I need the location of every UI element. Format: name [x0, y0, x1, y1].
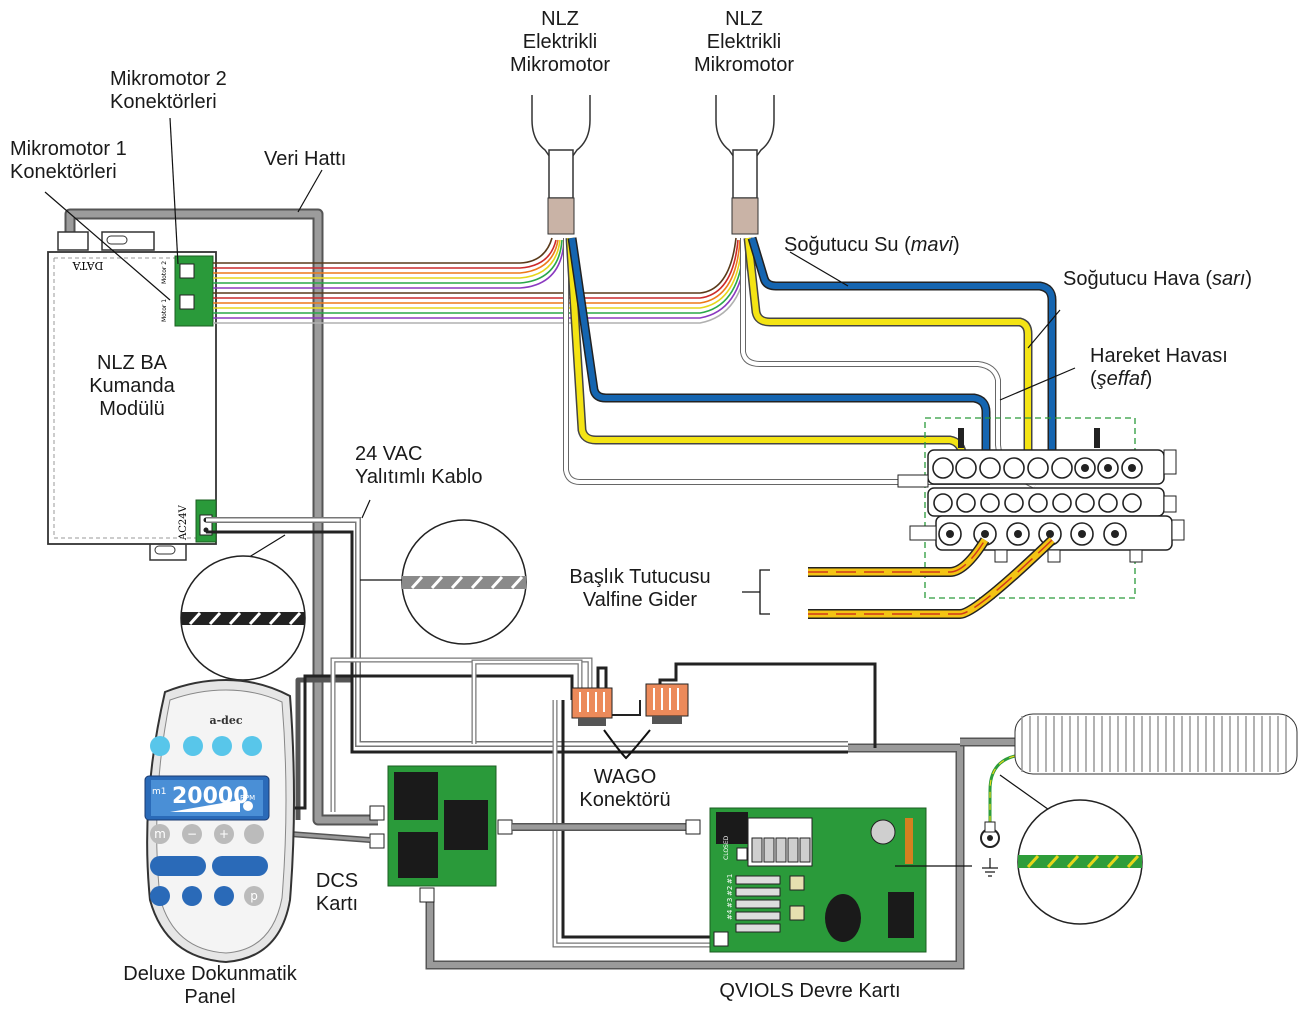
module-ac24v-text: AC24V — [178, 504, 189, 541]
panel-m-text: m — [154, 827, 166, 841]
panel-button-dial — [244, 824, 264, 844]
cable-black-zoom — [180, 534, 306, 681]
panel-button-cyan-1 — [150, 736, 170, 756]
manifold-valve-icon — [897, 417, 1185, 599]
panel-button-plus — [214, 824, 234, 844]
panel-button-blue-1 — [150, 856, 206, 876]
panel-button-p — [244, 886, 264, 906]
interconnect-wires — [290, 657, 877, 948]
panel-mode-text: m1 — [152, 787, 167, 797]
module-data-text: DATA — [72, 259, 104, 272]
panel-button-blue-5 — [214, 886, 234, 906]
motor-wire-bundle — [213, 237, 749, 324]
channel-3-text: #3 — [726, 898, 734, 908]
panel-button-m — [150, 824, 170, 844]
panel-unit-text: RPM — [240, 794, 255, 802]
coolant-air-label: Soğutucu Hava (sarı) — [1063, 268, 1252, 290]
power-cable-24vac — [206, 517, 1015, 970]
wago-connector-icon — [571, 687, 613, 726]
qviols-board-icon — [709, 807, 927, 953]
qviols-label: QVIOLS Devre Kartı — [719, 980, 901, 1002]
motion-air-label: Hareket Havası (şeffaf) — [1090, 345, 1228, 390]
motor-handpiece-icon — [531, 95, 591, 235]
ground-wire — [980, 754, 1016, 848]
board-closed-text: CLOSED — [723, 835, 730, 860]
channel-1-text: #1 — [726, 874, 734, 884]
panel-button-blue-3 — [150, 886, 170, 906]
panel-brand-text: a-dec — [209, 714, 242, 727]
wago-connector-icon — [645, 683, 689, 724]
head-holder-tubes — [742, 536, 1056, 619]
panel-button-blue-2 — [212, 856, 268, 876]
panel-minus-text: − — [187, 827, 197, 841]
coolant-water-tubes — [567, 236, 1057, 478]
ground-wire-zoom — [999, 774, 1143, 925]
coiled-cable-icon — [1014, 713, 1298, 775]
panel-button-minus — [182, 824, 202, 844]
panel-buttons — [150, 736, 268, 906]
panel-button-cyan-3 — [212, 736, 232, 756]
panel-plus-text: + — [219, 827, 229, 841]
ground-icon — [982, 858, 998, 877]
motor-handpiece-icon — [715, 95, 775, 235]
channel-4-text: #4 — [726, 909, 734, 920]
control-module — [47, 231, 217, 561]
dcs-board-icon — [369, 765, 513, 903]
module-motor1-text: Motor 1 — [161, 299, 168, 322]
panel-rpm-text: 20000 — [172, 784, 249, 809]
panel-button-cyan-2 — [183, 736, 203, 756]
coolant-water-label: Soğutucu Su (mavi) — [784, 234, 960, 256]
data-line-label: Veri Hattı — [264, 148, 347, 170]
channel-2-text: #2 — [726, 886, 734, 896]
panel-p-text: p — [250, 889, 258, 903]
panel-button-blue-4 — [182, 886, 202, 906]
board-channel-labels: #1 #2 #3 #4 — [726, 874, 734, 920]
module-motor2-text: Motor 2 — [161, 261, 168, 284]
cable-gray-zoom — [360, 519, 527, 645]
panel-button-cyan-4 — [242, 736, 262, 756]
